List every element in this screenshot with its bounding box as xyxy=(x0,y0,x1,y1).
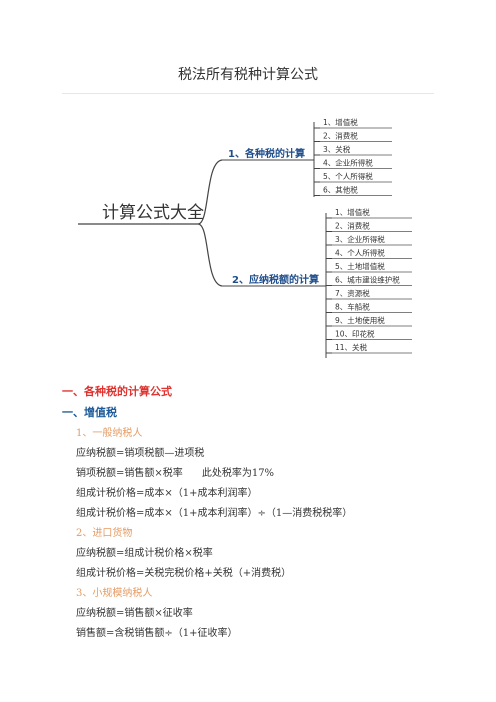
branch-a-item: 3、关税 xyxy=(323,144,351,154)
branch-b-item: 5、土地增值税 xyxy=(335,261,385,271)
branch-b-item: 7、资源税 xyxy=(335,288,370,298)
branch-b-item: 1、增值税 xyxy=(335,207,370,217)
page-title: 税法所有税种计算公式 xyxy=(178,67,318,83)
branch-a-item: 4、企业所得税 xyxy=(323,158,373,168)
branch-b-item: 3、企业所得税 xyxy=(335,234,385,244)
branch-a-item: 2、消费税 xyxy=(323,131,358,141)
formula-line: 组成计税价格=成本×（1+成本利润率）÷（1—消费税税率） xyxy=(76,508,353,519)
branch-b-item: 4、个人所得税 xyxy=(335,248,385,258)
branch-b-item: 6、城市建设维护税 xyxy=(335,275,400,285)
formula-line: 应纳税额=销售额×征收率 xyxy=(76,608,193,619)
branch-b-item: 2、消费税 xyxy=(335,221,370,231)
mindmap-diagram: 计算公式大全 1、各种税的计算 1、增值税 2、消费税 3、关税 4、企业所得税 5、个… xyxy=(78,117,412,358)
subsection-heading: 一、增值税 xyxy=(62,406,117,419)
formula-line: 应纳税额=销项税额—进项税 xyxy=(76,448,205,459)
formula-line: 应纳税额=组成计税价格×税率 xyxy=(76,548,213,559)
title-divider xyxy=(62,93,434,94)
branch-b-item: 8、车船税 xyxy=(335,302,370,312)
branch-a-label: 1、各种税的计算 xyxy=(228,147,305,160)
branch-a-item: 1、增值税 xyxy=(323,117,358,127)
branch-b-item: 10、印花税 xyxy=(335,329,375,339)
formula-line: 组成计税价格=关税完税价格+关税（+消费税） xyxy=(76,568,292,579)
branch-a-item: 6、其他税 xyxy=(323,185,358,195)
mindmap-root: 计算公式大全 xyxy=(102,203,204,223)
branch-b-label: 2、应纳税额的计算 xyxy=(232,273,319,286)
formula-line: 销售额=含税销售额÷（1+征收率） xyxy=(76,628,238,639)
formula-line: 组成计税价格=成本×（1+成本利润率） xyxy=(76,488,258,499)
branch-a-item: 5、个人所得税 xyxy=(323,171,373,181)
branch-b-item: 11、关税 xyxy=(335,342,368,352)
item-heading-3: 3、小规模纳税人 xyxy=(76,588,153,599)
branch-b-item: 9、土地使用税 xyxy=(335,315,385,325)
section-heading: 一、各种税的计算公式 xyxy=(62,385,172,398)
item-heading-2: 2、进口货物 xyxy=(76,528,133,539)
formula-line: 销项税额=销售额×税率 此处税率为17% xyxy=(76,468,275,479)
item-heading-1: 1、一般纳税人 xyxy=(76,428,143,439)
